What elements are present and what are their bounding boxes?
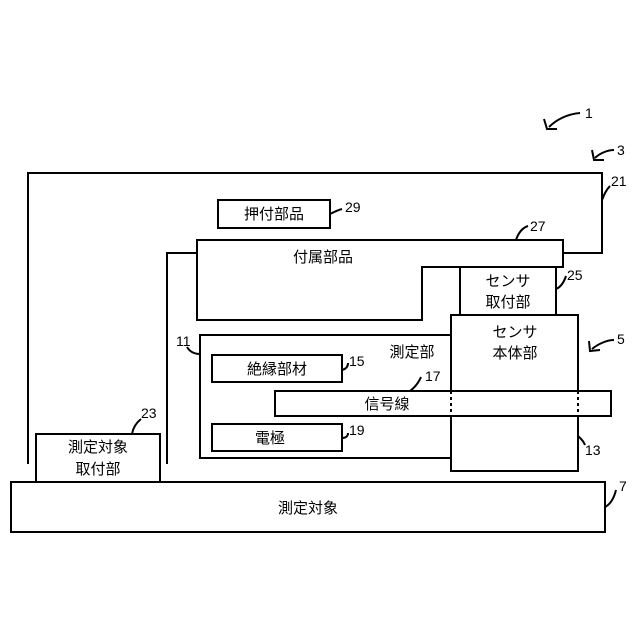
- target-mount-label-1: 測定対象: [68, 438, 128, 456]
- accessory-connector: [167, 253, 197, 464]
- ref-29: 29: [345, 199, 361, 215]
- sensor-mount-label-1: センサ: [485, 272, 530, 290]
- electrode-label: 電極: [255, 429, 285, 447]
- leader-5: [592, 340, 614, 349]
- leader-1-arrow: [544, 119, 557, 129]
- leader-1: [549, 113, 580, 127]
- accessory-label: 付属部品: [293, 248, 353, 266]
- ref-15: 15: [349, 353, 365, 369]
- leader-3: [595, 150, 614, 158]
- ref-1: 1: [585, 105, 593, 121]
- ref-3: 3: [617, 142, 625, 158]
- measure-part-label: 測定部: [389, 343, 434, 361]
- leader-23: [132, 419, 141, 434]
- sensor-body-label-1: センサ: [492, 323, 537, 341]
- target-mount-label-2: 取付部: [75, 460, 120, 478]
- ref-25: 25: [567, 267, 583, 283]
- ref-17: 17: [425, 368, 441, 384]
- ref-11: 11: [176, 333, 191, 349]
- sensor-body-label-2: 本体部: [492, 344, 537, 362]
- leader-25: [556, 276, 566, 289]
- signal-line-box: [275, 391, 611, 416]
- leader-7: [605, 490, 616, 507]
- insulator-label: 絶縁部材: [247, 360, 307, 378]
- signal-line-label: 信号線: [364, 395, 409, 413]
- leader-27: [516, 226, 528, 240]
- leader-13: [578, 436, 585, 445]
- ref-19: 19: [349, 422, 365, 438]
- ref-13: 13: [585, 442, 601, 458]
- target-label: 測定対象: [278, 499, 338, 517]
- ref-5: 5: [617, 331, 625, 347]
- press-part-label: 押付部品: [244, 205, 304, 223]
- ref-21: 21: [611, 173, 627, 189]
- ref-27: 27: [530, 218, 546, 234]
- leader-29: [330, 209, 342, 214]
- leader-21: [602, 186, 610, 200]
- ref-7: 7: [619, 478, 627, 494]
- sensor-mount-label-2: 取付部: [485, 293, 530, 311]
- ref-23: 23: [141, 405, 157, 421]
